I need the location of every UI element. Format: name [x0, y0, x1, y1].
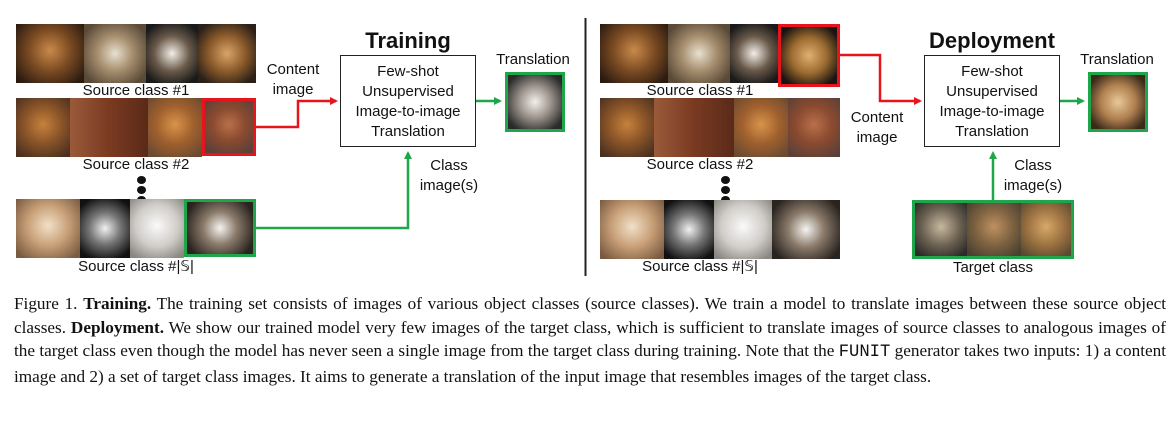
source-class-1-label: Source class #1 [82, 82, 190, 99]
content-image-label: Content image [258, 60, 328, 100]
dog-photo [600, 98, 654, 157]
class-image-dog-photo [184, 199, 256, 257]
translation-output-photo [505, 72, 565, 132]
funit-model-box: Few-shot Unsupervised Image-to-image Tra… [340, 55, 476, 147]
caption-model-name: FUNIT [838, 343, 891, 362]
caption-figure-number: Figure 1. [14, 294, 78, 313]
dog-photo [654, 98, 734, 157]
model-box-line: Few-shot [961, 63, 1023, 80]
content-image-label-line: Content [850, 109, 904, 126]
class-images-label-line: image(s) [1003, 177, 1063, 194]
model-box-line: Image-to-image [939, 103, 1045, 120]
dog-photo [600, 24, 668, 83]
content-image-label: Content image [842, 108, 912, 148]
dog-photo [788, 98, 840, 157]
content-image-arrow [840, 53, 922, 105]
content-image-label-line: image [856, 129, 898, 146]
content-image-arrow [256, 97, 338, 129]
dog-photo [146, 24, 198, 83]
class-images-label-line: image(s) [419, 177, 479, 194]
dog-photo [70, 98, 148, 157]
model-box-line: Few-shot [377, 63, 439, 80]
content-image-label-line: image [272, 81, 314, 98]
deployment-title: Deployment [929, 28, 1055, 53]
cougar-photo [1021, 203, 1071, 256]
caption-training-heading: Training. [83, 294, 152, 313]
translation-output-photo [1088, 72, 1148, 132]
figure-caption: Figure 1. Training. The training set con… [14, 292, 1166, 388]
model-box-line: Translation [955, 123, 1029, 140]
dog-photo [130, 199, 184, 258]
model-box-line: Translation [371, 123, 445, 140]
dog-photo [714, 200, 772, 259]
dog-photo [668, 24, 730, 83]
dog-photo [16, 24, 84, 83]
class-images-label: Class image(s) [414, 156, 484, 196]
dog-photo [80, 199, 130, 258]
flow-arrows [256, 18, 1085, 276]
dog-photo [772, 200, 840, 259]
dog-photo [84, 24, 146, 83]
cougar-photo [967, 203, 1021, 256]
class-images-label-line: Class [1014, 157, 1052, 174]
dog-photo [198, 24, 256, 83]
source-class-n-label: Source class #|𝕊| [642, 258, 758, 275]
translation-label: Translation [496, 51, 570, 68]
caption-deployment-text: We show our trained model very few image… [14, 317, 1166, 361]
dog-photo [734, 98, 788, 157]
target-class-label: Target class [952, 259, 1034, 276]
dog-photo [16, 98, 70, 157]
model-box-line: Unsupervised [362, 83, 454, 100]
source-class-n-label: Source class #|𝕊| [78, 258, 194, 275]
dog-photo [600, 200, 664, 259]
translation-label: Translation [1080, 51, 1154, 68]
source-class-2-label: Source class #2 [82, 156, 190, 173]
source-class-2-label: Source class #2 [646, 156, 754, 173]
target-class-images [912, 200, 1074, 259]
content-image-dog-photo [202, 98, 256, 156]
dog-photo [16, 199, 80, 258]
dog-photo [730, 24, 778, 83]
class-images-arrow [256, 151, 412, 230]
caption-deployment-heading: Deployment. [70, 317, 164, 337]
funit-model-box: Few-shot Unsupervised Image-to-image Tra… [924, 55, 1060, 147]
content-image-dog-photo [778, 24, 840, 87]
caption-deployment-text: generator takes two inputs: 1) a content… [14, 341, 1167, 386]
source-class-1-label: Source class #1 [646, 82, 754, 99]
cougar-photo [915, 203, 967, 256]
dog-photo [148, 98, 202, 157]
caption-training-text: The training set consists of images of v… [14, 294, 1166, 337]
training-title: Training [365, 28, 451, 53]
class-images-label-line: Class [430, 157, 468, 174]
class-images-label: Class image(s) [998, 156, 1068, 196]
dog-photo [664, 200, 714, 259]
model-box-line: Unsupervised [946, 83, 1038, 100]
content-image-label-line: Content [266, 61, 320, 78]
model-box-line: Image-to-image [355, 103, 461, 120]
